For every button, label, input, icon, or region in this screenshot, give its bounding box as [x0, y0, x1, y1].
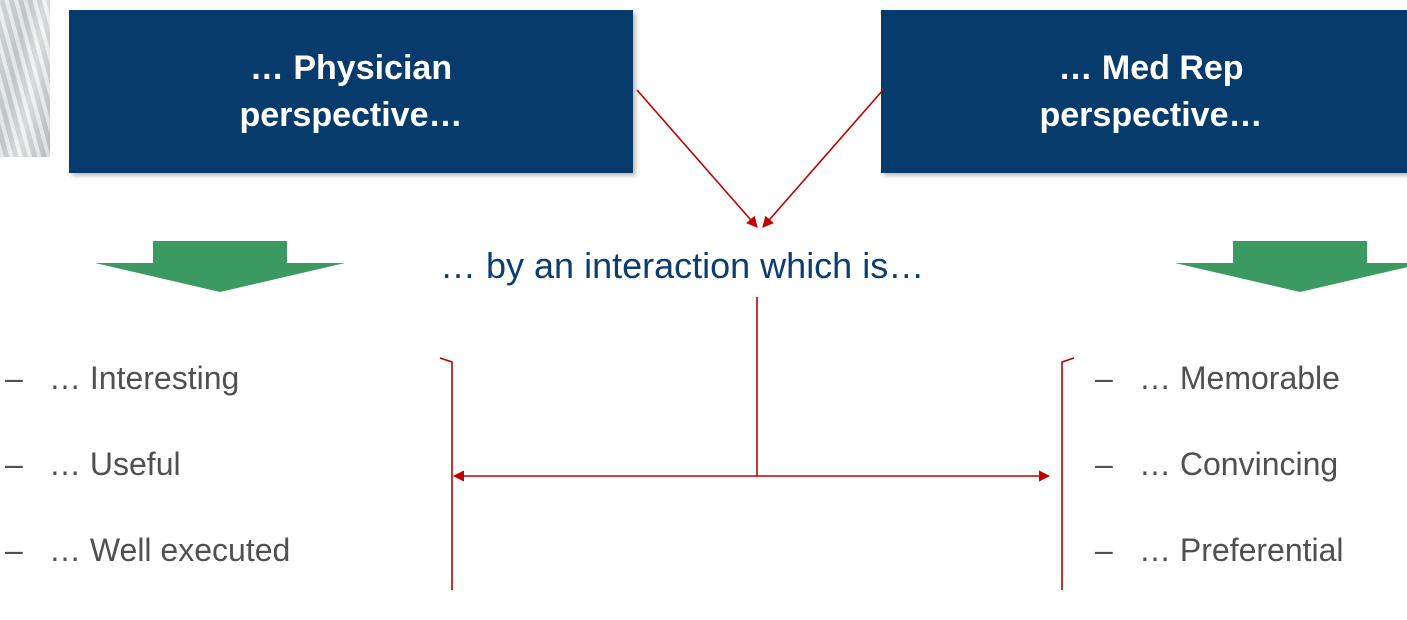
physician-box-line2: perspective…	[239, 95, 463, 134]
list-item: –… Interesting	[5, 362, 290, 448]
photo-fragment	[0, 0, 50, 157]
connector-lines	[439, 89, 1075, 590]
list-item-text: … Memorable	[1139, 360, 1340, 396]
medrep-criteria-list: –… Memorable –… Convincing –… Preferenti…	[1095, 362, 1344, 620]
physician-perspective-box: … Physician perspective…	[69, 10, 633, 173]
list-item-text: … Preferential	[1139, 532, 1344, 568]
list-item: –… Useful	[5, 448, 290, 534]
list-item-text: … Useful	[49, 446, 181, 482]
list-dash: –	[5, 360, 23, 396]
list-dash: –	[1095, 446, 1113, 482]
left-down-arrow-icon	[95, 241, 345, 292]
list-item: –… Convincing	[1095, 448, 1344, 534]
list-dash: –	[5, 446, 23, 482]
physician-criteria-list: –… Interesting –… Useful –… Well execute…	[5, 362, 290, 620]
list-dash: –	[1095, 532, 1113, 568]
list-item-text: … Convincing	[1139, 446, 1339, 482]
list-item-text: … Interesting	[49, 360, 240, 396]
list-item: –… Preferential	[1095, 534, 1344, 620]
medrep-perspective-box: … Med Rep perspective…	[881, 10, 1407, 173]
list-dash: –	[5, 532, 23, 568]
center-interaction-label: … by an interaction which is…	[440, 245, 925, 286]
medrep-box-line1: … Med Rep	[1058, 48, 1244, 87]
medrep-to-center-arrow	[762, 89, 884, 228]
list-dash: –	[1095, 360, 1113, 396]
physician-box-line1: … Physician	[249, 48, 453, 87]
right-bracket	[1061, 357, 1075, 590]
list-item-text: … Well executed	[49, 532, 291, 568]
right-down-arrow-icon	[1175, 241, 1407, 292]
list-item: –… Memorable	[1095, 362, 1344, 448]
physician-to-center-arrow	[636, 89, 758, 228]
medrep-box-line2: perspective…	[1039, 95, 1263, 134]
left-bracket	[439, 357, 453, 590]
list-item: –… Well executed	[5, 534, 290, 620]
